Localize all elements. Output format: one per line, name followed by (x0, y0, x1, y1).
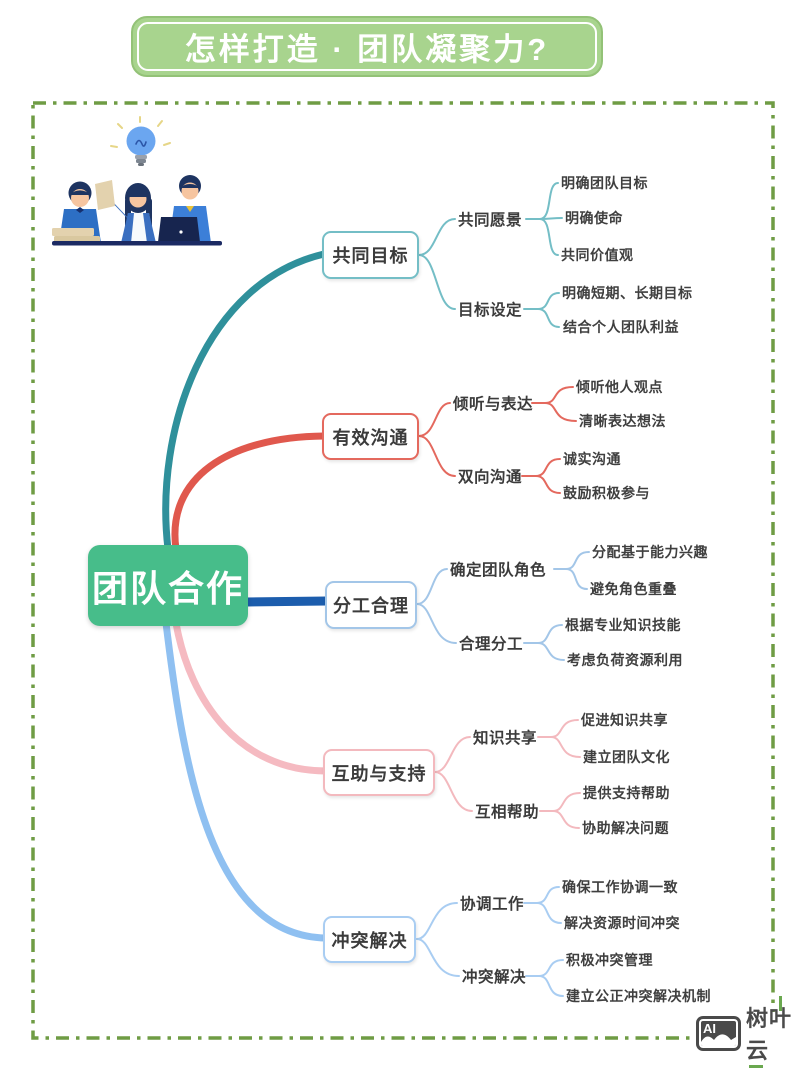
branch-node-division: 分工合理 (325, 581, 417, 629)
leaf-label: 建立公正冲突解决机制 (566, 988, 711, 1004)
leaf-label: 促进知识共享 (581, 712, 668, 728)
leaf-label: 提供支持帮助 (583, 785, 670, 801)
leaf-label: 鼓励积极参与 (563, 485, 650, 501)
leaf-label: 避免角色重叠 (590, 581, 677, 597)
branch-5-main-curve (162, 619, 330, 942)
branch-4-main-curve (172, 619, 330, 775)
branch-1-connectors (418, 182, 563, 328)
branch-2-connectors (418, 386, 577, 494)
subtopic-label: 双向沟通 (458, 469, 523, 486)
subtopic-label: 共同愿景 (458, 212, 523, 229)
branch-3-connectors (416, 551, 590, 661)
root-node: 团队合作 (88, 545, 248, 626)
mountain-icon (701, 1033, 736, 1046)
ai-image-icon: AI (696, 1015, 741, 1051)
subtopic-label: 确定团队角色 (450, 562, 547, 579)
subtopic-label: 知识共享 (473, 730, 538, 747)
brand-logo: AI 树叶云 (691, 996, 800, 1068)
branch-1-main-curve (162, 250, 328, 553)
subtopic-label: 倾听与表达 (453, 396, 534, 413)
brand-name: 树叶云 (746, 996, 798, 1068)
brand-name-text: 树叶云 (746, 1006, 793, 1063)
leaf-label: 明确团队目标 (561, 175, 648, 191)
leaf-label: 解决资源时间冲突 (564, 915, 680, 931)
subtopic-label: 协调工作 (460, 896, 525, 913)
leaf-label: 建立团队文化 (583, 749, 670, 765)
team-illustration (52, 116, 222, 246)
subtopic-label: 互相帮助 (475, 804, 540, 821)
leaf-label: 协助解决问题 (582, 820, 669, 836)
branch-node-conflict: 冲突解决 (323, 916, 416, 963)
subtopic-label: 合理分工 (459, 636, 524, 653)
leaf-label: 积极冲突管理 (566, 952, 653, 968)
person-middle (95, 180, 156, 243)
leaf-label: 倾听他人观点 (576, 379, 663, 395)
leaf-label: 结合个人团队利益 (563, 319, 679, 335)
subtopic-label: 目标设定 (458, 302, 523, 319)
branch-node-support: 互助与支持 (323, 749, 435, 796)
person-right (158, 175, 211, 243)
leaf-label: 分配基于能力兴趣 (592, 544, 708, 560)
leaf-label: 明确使命 (565, 210, 623, 226)
ai-icon-label: AI (703, 1020, 716, 1036)
table-line (52, 241, 222, 246)
leaf-label: 诚实沟通 (563, 451, 621, 467)
dashed-frame (31, 101, 775, 1040)
leaf-label: 清晰表达想法 (579, 413, 666, 429)
page-title: 怎样打造 · 团队凝聚力? (184, 32, 550, 67)
lightbulb-icon (126, 126, 156, 166)
leaf-label: 共同价值观 (561, 247, 634, 263)
branch-3-main-line (241, 596, 332, 607)
sparkle-icon (110, 116, 171, 148)
branch-4-connectors (434, 719, 581, 829)
branch-node-goals: 共同目标 (322, 231, 419, 279)
leaf-label: 明确短期、长期目标 (562, 285, 693, 301)
brand-accent-mark (779, 996, 782, 1011)
title-banner: 怎样打造 · 团队凝聚力? (131, 16, 603, 77)
leaf-label: 考虑负荷资源利用 (567, 652, 683, 668)
branch-node-communication: 有效沟通 (322, 413, 419, 460)
leaf-label: 根据专业知识技能 (565, 617, 681, 633)
subtopic-label: 冲突解决 (462, 969, 527, 986)
branch-2-main-curve (171, 432, 328, 553)
person-left (52, 181, 101, 243)
leaf-label: 确保工作协调一致 (562, 879, 678, 895)
branch-5-connectors (416, 886, 564, 997)
